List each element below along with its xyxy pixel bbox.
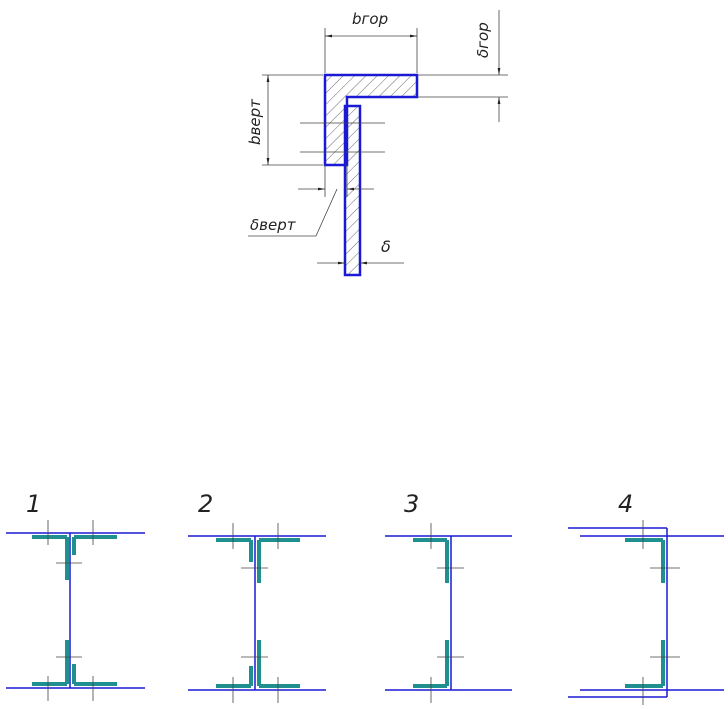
dimension-delta-gor: δгор: [417, 10, 508, 122]
dimension-b-gor: bгор: [324, 10, 418, 73]
variant-1-label: 1: [26, 490, 41, 518]
dimension-delta-vert: δверт: [248, 165, 374, 237]
plate-section: [343, 104, 362, 277]
variant-3-label: 3: [404, 490, 419, 518]
dimension-b-vert: bверт: [246, 74, 323, 166]
variant-4-label: 4: [618, 490, 633, 518]
label-delta-gor: δгор: [474, 22, 492, 58]
section-detail: bгор δгор bверт: [246, 10, 508, 277]
variant-2-label: 2: [198, 490, 213, 518]
variant-4: 4: [568, 490, 724, 705]
variant-3: 3: [385, 490, 512, 703]
dimension-delta: δ: [317, 237, 404, 265]
label-b-vert: bверт: [246, 98, 264, 145]
variant-1: 1: [6, 490, 145, 701]
label-delta: δ: [381, 237, 391, 256]
label-b-gor: bгор: [352, 10, 388, 28]
variant-2: 2: [188, 490, 326, 703]
centre-marks: [300, 122, 385, 153]
angle-section: [323, 73, 419, 167]
label-delta-vert: δверт: [250, 216, 297, 234]
